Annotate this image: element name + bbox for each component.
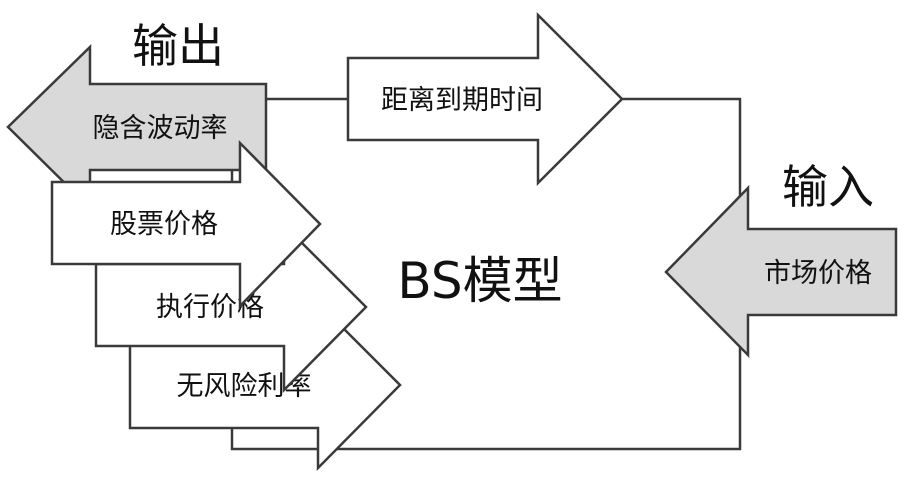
market-price-arrow [664, 184, 898, 359]
stock-price-label: 股票价格 [110, 209, 218, 240]
output-label: 输出 [132, 19, 224, 73]
time-to-expiry-label: 距离到期时间 [381, 85, 543, 116]
implied-volatility-arrow [6, 44, 268, 211]
implied-volatility-label: 隐含波动率 [93, 113, 228, 144]
market-price-label: 市场价格 [764, 258, 872, 289]
bs-model-label: BS模型 [397, 252, 562, 310]
input-label: 输入 [782, 160, 874, 214]
stock-price-arrow [50, 139, 322, 310]
time-to-expiry-arrow [346, 11, 624, 187]
